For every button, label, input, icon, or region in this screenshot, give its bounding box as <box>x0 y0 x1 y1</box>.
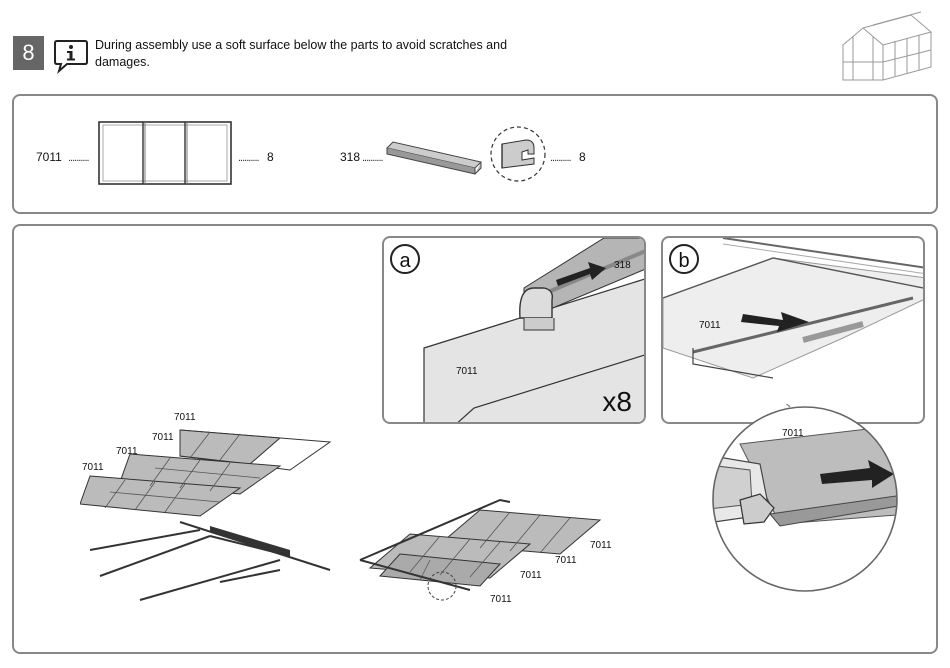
assembly-left-label-3: 7011 <box>116 446 138 457</box>
panel-part-drawing <box>97 120 233 186</box>
detail-a-marker: a <box>390 244 420 274</box>
step-number-badge: 8 <box>13 36 44 70</box>
part-qty-318: 8 <box>579 150 586 164</box>
detail-b-illustration <box>663 238 925 424</box>
detail-b-box: b 7011 <box>661 236 925 424</box>
assembly-left-label-4: 7011 <box>82 462 104 473</box>
leader-dots: .......... <box>68 152 89 164</box>
multiplier-label: x8 <box>602 386 632 418</box>
assembly-note: During assembly use a soft surface below… <box>95 37 515 71</box>
assembly-right-label-1: 7011 <box>590 540 612 551</box>
right-assembly-illustration <box>350 490 610 610</box>
zoom-detail-circle <box>700 404 910 594</box>
assembly-left-label-2: 7011 <box>152 432 174 443</box>
leader-dots: .......... <box>362 152 383 164</box>
left-assembly-illustration <box>80 410 340 610</box>
assembly-right-label-2: 7011 <box>555 555 577 566</box>
detail-b-marker: b <box>669 244 699 274</box>
panel-code-label: 7011 <box>456 366 478 377</box>
profile-section-detail <box>488 124 548 184</box>
part-code-7011: 7011 <box>36 150 62 164</box>
detail-a-box: a 318 7011 x8 <box>382 236 646 424</box>
leader-dots: .......... <box>550 152 571 164</box>
assembly-right-label-3: 7011 <box>520 570 542 581</box>
assembly-right-label-4: 7011 <box>490 594 512 605</box>
profile-part-drawing <box>385 138 485 178</box>
leader-dots: .......... <box>238 152 259 164</box>
parts-list-panel: 7011 .......... .......... 8 318 .......… <box>12 94 938 214</box>
zoom-panel-code-label: 7011 <box>782 428 804 439</box>
part-code-318: 318 <box>340 150 360 164</box>
panel-code-label: 7011 <box>699 320 721 331</box>
part-qty-7011: 8 <box>267 150 274 164</box>
profile-code-label: 318 <box>614 260 631 271</box>
assembly-left-label-1: 7011 <box>174 412 196 423</box>
greenhouse-thumbnail <box>833 10 939 86</box>
info-icon <box>53 38 89 74</box>
